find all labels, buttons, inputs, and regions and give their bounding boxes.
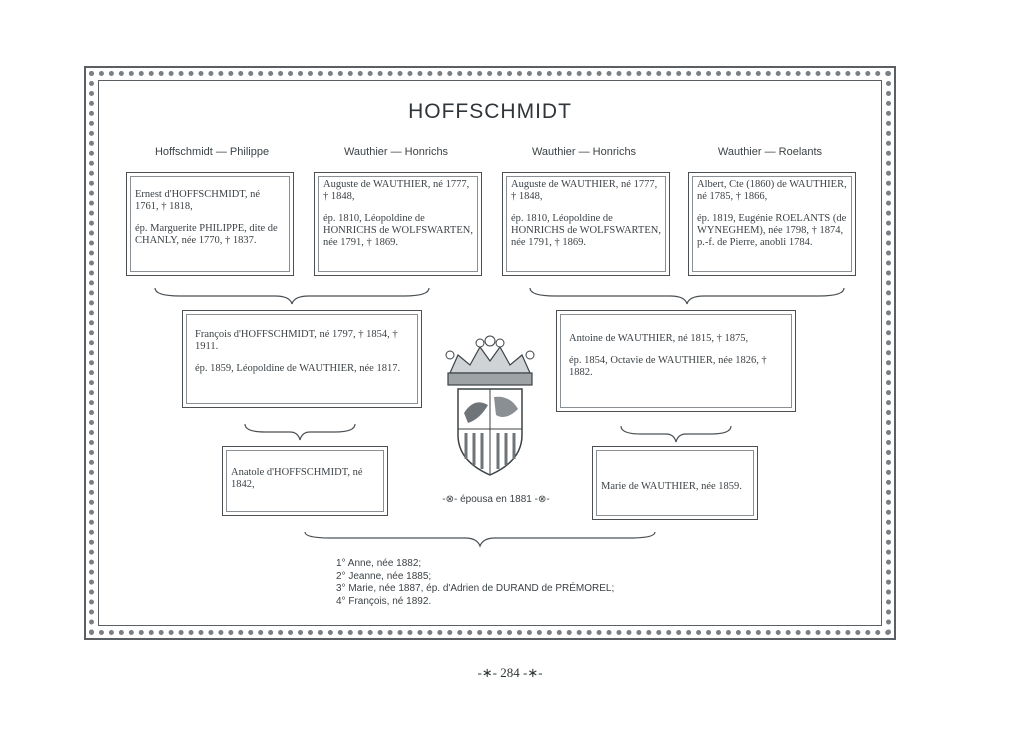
spouse-text: ép. 1810, Léopoldine de HONRICHS de WOLF… [511,213,661,248]
right-connector-brace [529,287,845,305]
column-heading-2: Wauthier — Honrichs [343,146,449,158]
spouse-text: ép. 1819, Eugénie ROELANTS (de WYNEGHEM)… [697,213,847,248]
page-border-outer [84,66,896,640]
ornament-right-icon: -⊗- [534,494,550,505]
left-connector-brace [154,287,430,305]
page-title: HOFFSCHMIDT [408,100,572,123]
spouse-text: ép. 1810, Léopoldine de HONRICHS de WOLF… [323,213,473,248]
ornament-left-icon: -⊗- [442,494,458,505]
person-text: Marie de WAUTHIER, née 1859. [601,481,742,492]
list-item: 1° Anne, née 1882; [336,558,422,569]
ancestor-box-roelants: Albert, Cte (1860) de WAUTHIER, né 1785,… [688,172,856,276]
list-item: 2° Jeanne, née 1885; [336,570,432,582]
spouse-text: ép. 1859, Léopoldine de WAUTHIER, née 18… [195,363,401,374]
column-heading-3: Wauthier — Honrichs [531,146,637,158]
married-label: -⊗- épousa en 1881 -⊗- [426,494,566,505]
list-item: 4° François, né 1892. [336,595,432,607]
parent-box-hoffschmidt: François d'HOFFSCHMIDT, né 1797, † 1854,… [182,310,422,408]
ancestor-text: Ernest d'HOFFSCHMIDT, né 1761, † 1818, [135,189,261,212]
page-border-ornament [89,71,891,635]
child-box-marie: Marie de WAUTHIER, née 1859. [592,446,758,520]
coat-of-arms-icon [445,335,535,476]
ancestor-box-wauthier-2: Auguste de WAUTHIER, né 1777, † 1848, ép… [502,172,670,276]
person-text: François d'HOFFSCHMIDT, né 1797, † 1854,… [195,329,398,352]
spouse-text: ép. 1854, Octavie de WAUTHIER, née 1826,… [569,355,767,378]
ancestor-text: Auguste de WAUTHIER, né 1777, † 1848, [323,179,470,202]
list-item: 3° Marie, née 1887, ép. d'Adrien de DURA… [336,583,615,594]
person-text: Anatole d'HOFFSCHMIDT, né 1842, [231,467,363,490]
ancestor-box-hoffschmidt: Ernest d'HOFFSCHMIDT, né 1761, † 1818, é… [126,172,294,276]
page-border-inner [98,80,882,626]
spouse-text: ép. Marguerite PHILIPPE, dite de CHANLY,… [135,223,278,246]
married-text: épousa en 1881 [460,494,532,505]
parent-box-wauthier: Antoine de WAUTHIER, né 1815, † 1875, ép… [556,310,796,412]
page-number-text: 284 [500,665,520,680]
column-heading-4: Wauthier — Roelants [717,146,823,158]
column-heading-1: Hoffschmidt — Philippe [154,146,270,158]
child-box-anatole: Anatole d'HOFFSCHMIDT, né 1842, [222,446,388,516]
page-number: -∗- 284 -∗- [455,665,565,681]
person-text: Antoine de WAUTHIER, né 1815, † 1875, [569,333,749,344]
ancestor-text: Auguste de WAUTHIER, né 1777, † 1848, [511,179,658,202]
left-child-brace [244,423,356,441]
children-brace [304,531,656,548]
ornament-right-icon: -∗- [523,665,543,680]
ancestor-box-wauthier-1: Auguste de WAUTHIER, né 1777, † 1848, ép… [314,172,482,276]
children-list: 1° Anne, née 1882; 2° Jeanne, née 1885; … [336,558,614,608]
ornament-left-icon: -∗- [477,665,497,680]
right-child-brace [620,425,732,443]
ancestor-text: Albert, Cte (1860) de WAUTHIER, né 1785,… [697,179,847,202]
